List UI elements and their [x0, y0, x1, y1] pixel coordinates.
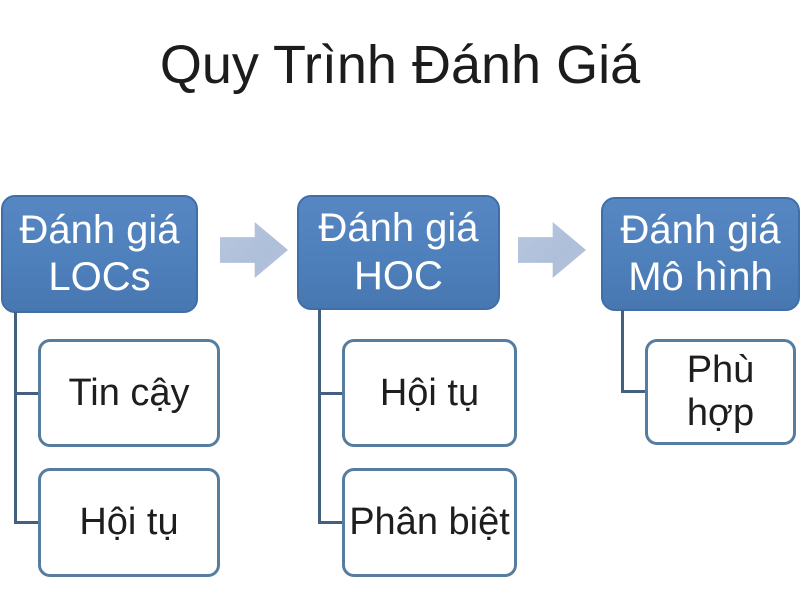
connector-stub-step1-sub1 [14, 392, 40, 395]
arrow-right-icon [220, 222, 288, 278]
connector-vertical-step1 [14, 312, 17, 524]
sub-box-label: Phù hợp [686, 349, 755, 434]
main-box-label-line1: Đánh giá [19, 207, 180, 252]
connector-stub-step1-sub2 [14, 521, 40, 524]
main-box-label-line1: Đánh giá [318, 206, 479, 251]
main-box-danh-gia-locs: Đánh giá LOCs [1, 195, 198, 313]
main-box-label-line2: LOCs [48, 255, 151, 299]
page-title: Quy Trình Đánh Giá [159, 35, 641, 95]
connector-vertical-step3 [621, 310, 624, 393]
arrow-right-icon [518, 222, 586, 278]
sub-box-hoi-tu-2: Hội tụ [342, 339, 517, 447]
connector-stub-step2-sub1 [318, 392, 344, 395]
connector-stub-step3-sub1 [621, 390, 647, 393]
sub-box-hoi-tu-1: Hội tụ [38, 468, 220, 577]
sub-box-label: Hội tụ [379, 371, 480, 414]
sub-box-label: Phân biệt [349, 501, 510, 543]
connector-stub-step2-sub2 [318, 521, 344, 524]
sub-box-tin-cay: Tin cậy [38, 339, 220, 447]
connector-vertical-step2 [318, 309, 321, 524]
sub-box-label: Tin cậy [68, 371, 190, 414]
sub-box-label: Hội tụ [79, 501, 179, 543]
sub-box-phu-hop: Phù hợp [645, 339, 796, 445]
main-box-label-line2: Mô hình [628, 255, 773, 299]
main-box-danh-gia-mo-hinh: Đánh giá Mô hình [601, 197, 800, 311]
main-box-danh-gia-hoc: Đánh giá HOC [297, 195, 500, 310]
sub-box-phan-biet: Phân biệt [342, 468, 517, 577]
main-box-label-line1: Đánh giá [620, 207, 781, 252]
main-box-label-line2: HOC [354, 253, 443, 298]
